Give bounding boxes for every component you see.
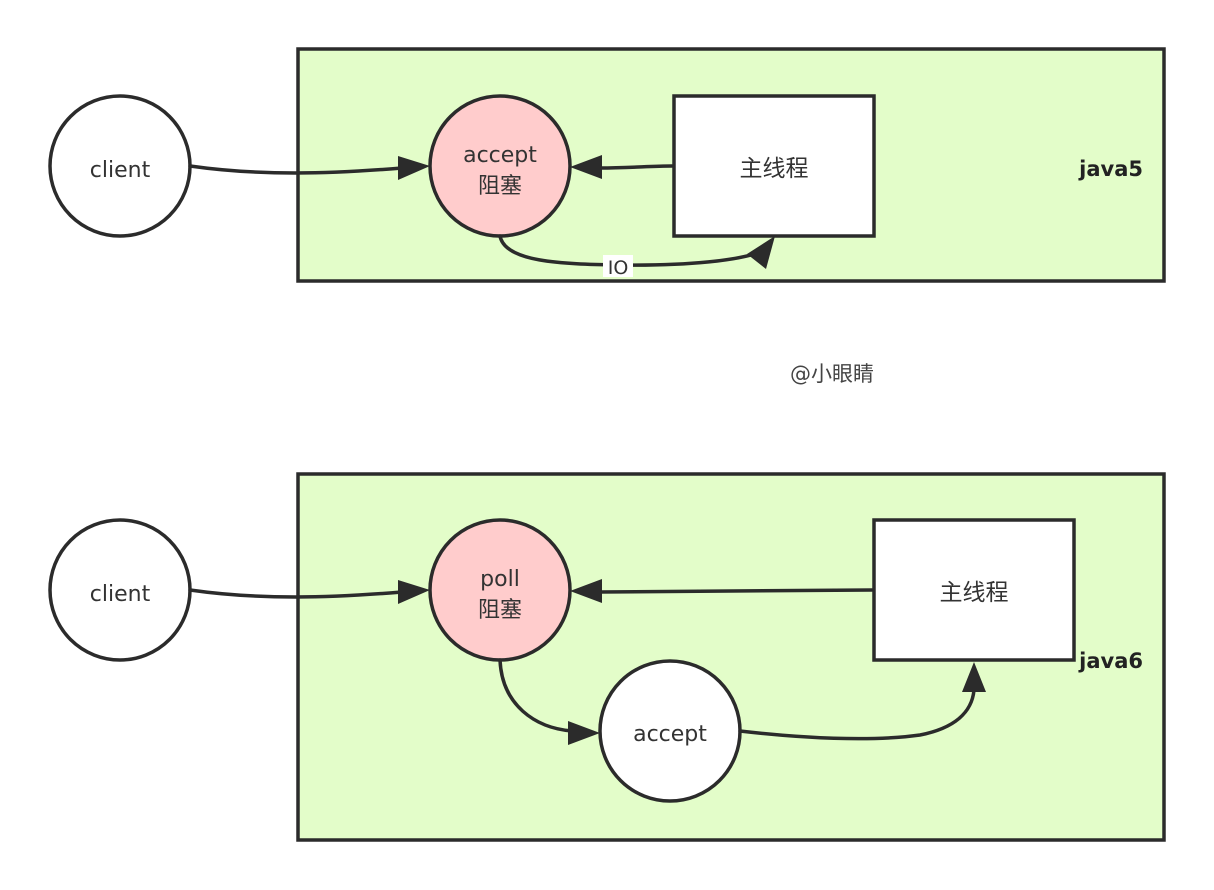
java6-client-to-poll-arrowhead [398,580,430,604]
java6-poll-blocking-node: poll 阻塞 [428,518,572,662]
java5-client-node: client [48,94,192,238]
java6-client-to-poll-edge [188,588,404,599]
java5-accept-blocking-line2: 阻塞 [478,174,522,199]
java6-accept-node: accept [598,659,742,803]
java6-main-to-poll-edge [598,588,874,594]
java5-group: java5 client accept 阻塞 主线程 IO [48,47,1166,283]
java5-io-label-background [603,255,633,277]
java5-main-thread-node: 主线程 [672,94,876,238]
java5-main-to-accept-arrowhead [570,155,602,179]
java5-version-label: java5 [1078,157,1143,181]
java6-version-label: java6 [1078,649,1143,673]
java5-main-thread-box [672,94,876,238]
java6-poll-blocking-line1: poll [480,567,520,592]
java5-io-label: IO [608,257,629,279]
java6-poll-blocking-line2: 阻塞 [478,598,522,623]
java6-main-thread-label: 主线程 [940,580,1009,606]
java5-io-arrowhead [747,236,775,269]
java6-group: java6 client poll 阻塞 主线程 accept [48,472,1166,842]
java6-main-thread-box [872,518,1076,662]
java5-main-to-accept-edge [598,164,674,170]
java5-client-to-accept-arrowhead [398,156,430,180]
java6-client-node: client [48,518,192,662]
java6-accept-to-main-arrowhead [962,662,986,692]
java6-main-thread-node: 主线程 [872,518,1076,662]
java5-accept-blocking-node: accept 阻塞 [428,94,572,238]
java5-main-thread-label: 主线程 [740,156,809,182]
java6-accept-to-main-edge [738,688,976,741]
java6-main-to-poll-arrowhead [570,579,602,603]
java6-client-label: client [90,582,151,607]
java5-client-to-accept-edge [188,164,404,175]
java6-accept-label: accept [633,722,707,747]
java5-accept-blocking-line1: accept [463,143,537,168]
java6-poll-to-accept-edge [498,658,574,733]
watermark-text: @小眼睛 [790,362,874,386]
java5-client-label: client [90,158,151,183]
java6-poll-to-accept-arrowhead [568,721,600,745]
